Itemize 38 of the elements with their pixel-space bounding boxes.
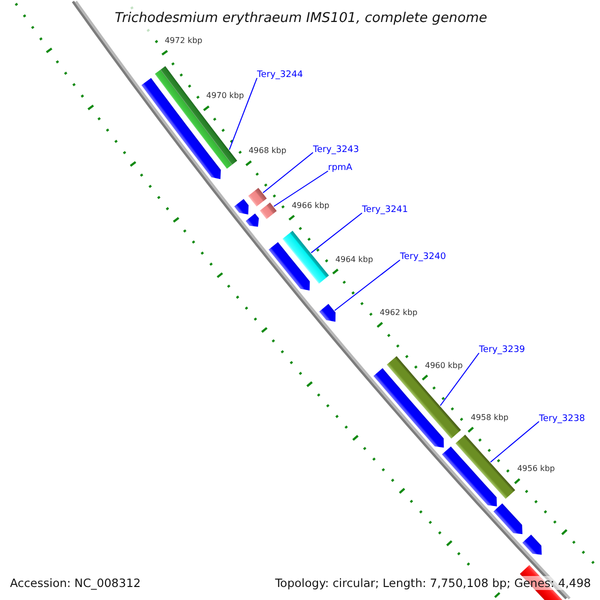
leader-line bbox=[262, 152, 314, 194]
gene-label: rpmA bbox=[328, 162, 352, 174]
gene-label: Tery_3239 bbox=[479, 344, 525, 356]
tick-label: 4958 kbp bbox=[470, 412, 508, 423]
gene-label: Tery_3240 bbox=[400, 251, 446, 263]
gene-bar bbox=[455, 434, 516, 499]
leader-line bbox=[490, 421, 540, 463]
tick-label: 4956 kbp bbox=[517, 464, 555, 474]
gene-label: Tery_3243 bbox=[313, 144, 359, 156]
gene-bar bbox=[282, 230, 329, 284]
leader-line bbox=[310, 212, 362, 254]
leader-line bbox=[273, 170, 328, 207]
gene-label: Tery_3244 bbox=[257, 69, 303, 81]
gene-feature bbox=[442, 446, 497, 506]
gene-feature bbox=[234, 199, 249, 214]
gene-feature bbox=[268, 242, 310, 291]
tick-label: 4970 kbp bbox=[206, 91, 244, 102]
accession-text: Accession: NC_008312 bbox=[10, 576, 141, 590]
leader-line bbox=[440, 352, 480, 406]
gene-bar bbox=[260, 202, 277, 220]
gene-feature bbox=[522, 534, 542, 555]
tick-label: 4962 kbp bbox=[380, 308, 418, 318]
gene-label: Tery_3238 bbox=[539, 412, 585, 424]
gene-bar bbox=[248, 188, 267, 207]
tick-label: 4960 kbp bbox=[425, 360, 463, 371]
gene-bar bbox=[386, 356, 461, 439]
gene-feature bbox=[493, 503, 522, 534]
tick-label: 4968 kbp bbox=[248, 146, 286, 156]
gene-feature bbox=[246, 214, 259, 227]
tick-label: 4972 kbp bbox=[164, 36, 202, 46]
gene-feature bbox=[319, 304, 336, 322]
gene-feature bbox=[373, 368, 444, 448]
gene-label: Tery_3241 bbox=[362, 204, 408, 216]
tick-label: 4966 kbp bbox=[292, 200, 330, 211]
diagram-title: Trichodesmium erythraeum IMS101, complete genome bbox=[114, 10, 488, 26]
genome-summary-text: Topology: circular; Length: 7,750,108 bp; Genes: 4,498 bbox=[275, 576, 591, 590]
leader-line bbox=[228, 78, 258, 150]
leader-line bbox=[334, 260, 400, 311]
